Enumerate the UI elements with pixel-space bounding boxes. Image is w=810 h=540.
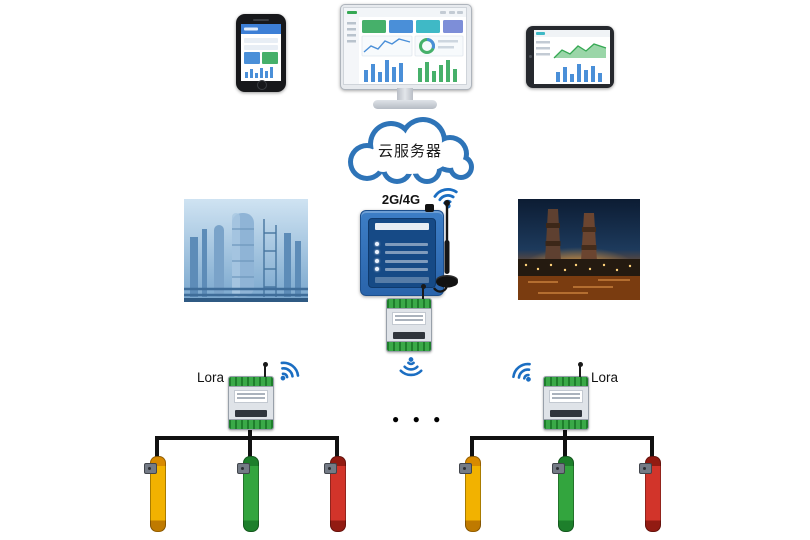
gateway-device <box>360 204 444 296</box>
terminal-block <box>387 341 431 351</box>
ellipsis: ● ● ● <box>392 412 446 426</box>
wire <box>650 436 654 462</box>
lora-collector-module <box>386 284 432 352</box>
sensor-green-right <box>552 456 574 532</box>
phone-speaker <box>253 19 269 21</box>
wifi-icon-collector <box>394 352 426 384</box>
terminal-block <box>544 419 588 429</box>
desktop-monitor <box>340 4 472 109</box>
monitor-bezel <box>340 4 472 90</box>
sensor-red-right <box>639 456 661 532</box>
sensor-red-left <box>324 456 346 532</box>
wire <box>563 426 567 460</box>
antenna-icon <box>432 198 462 301</box>
tablet-dashboard-screen <box>534 30 610 84</box>
plant-photo-left <box>184 199 308 307</box>
antenna-connector <box>425 204 434 212</box>
lora-label-left: Lora <box>196 370 224 385</box>
cloud-label: 云服务器 <box>377 143 442 160</box>
sensor-yellow-right <box>459 456 481 532</box>
wire <box>470 436 474 462</box>
terminal-block <box>229 419 273 429</box>
sensor-clamp <box>237 463 250 474</box>
network-label: 2G/4G <box>381 192 421 207</box>
terminal-block <box>229 377 273 387</box>
terminal-block <box>544 377 588 387</box>
phone-home-button <box>257 80 267 90</box>
module-antenna-icon <box>262 362 268 377</box>
lora-node-left <box>228 362 274 430</box>
wire-bus-right <box>470 436 654 440</box>
tablet <box>526 26 614 88</box>
wire <box>335 436 339 462</box>
sensor-clamp <box>552 463 565 474</box>
monitor-base <box>373 100 437 109</box>
dashboard-screen <box>343 7 467 85</box>
sensor-clamp <box>459 463 472 474</box>
wire <box>155 436 159 462</box>
lora-label-right: Lora <box>591 370 619 385</box>
module-antenna-icon <box>577 362 583 377</box>
plant-photo-right <box>518 199 640 305</box>
monitor-stand <box>397 88 413 101</box>
wifi-icon-right-node <box>502 350 547 395</box>
sensor-clamp <box>324 463 337 474</box>
wire-bus-left <box>155 436 339 440</box>
smartphone <box>236 14 286 92</box>
terminal-block <box>387 299 431 309</box>
sensor-yellow-left <box>144 456 166 532</box>
sensor-green-left <box>237 456 259 532</box>
module-antenna-icon <box>420 284 426 299</box>
sensor-clamp <box>144 463 157 474</box>
cloud-icon <box>333 110 487 197</box>
phone-app-screen <box>241 24 281 81</box>
lora-node-right <box>543 362 589 430</box>
gateway-led-indicators <box>375 237 379 276</box>
gateway-front-panel <box>368 218 436 288</box>
sensor-clamp <box>639 463 652 474</box>
wire <box>248 426 252 460</box>
tablet-camera <box>529 55 532 58</box>
